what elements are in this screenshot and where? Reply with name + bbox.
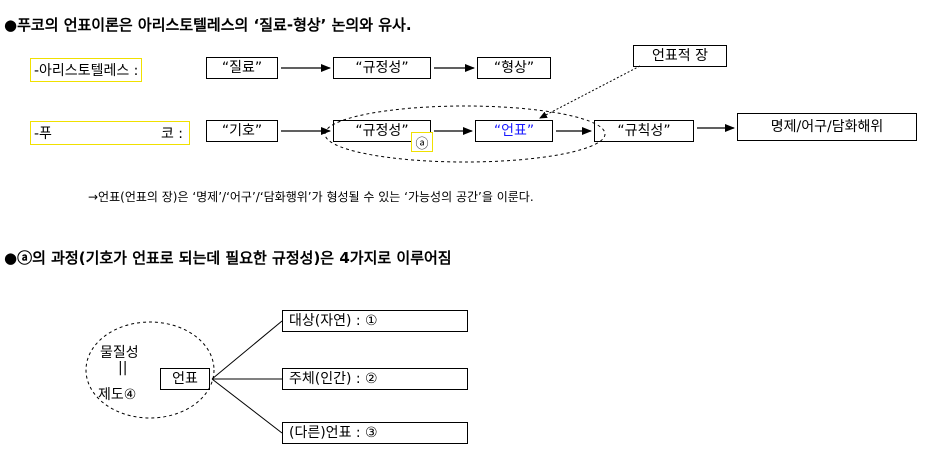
ellipse-line-materiality: 물질성 [100,345,139,361]
branch-object: 대상(자연) : ① [282,310,468,332]
ellipse-line-equals: || [118,360,128,376]
box-statement: “언표” [475,120,553,142]
box-determination-1: “규정성” [333,57,431,79]
heading-analogy: ●푸코의 언표이론은 아리스토텔레스의 ‘질료-형상’ 논의와 유사. [4,16,412,34]
box-matter: “질료” [206,57,278,79]
branch-other-statement: (다른)언표 : ③ [282,422,468,444]
branch-line-object [211,320,283,380]
box-regularity: “규칙성” [594,120,694,142]
box-form: “형상” [477,57,551,79]
box-sign: “기호” [206,120,278,142]
ellipse-materiality [85,321,215,419]
label-foucault-right: 코 : [160,126,183,142]
box-proposition: 명제/어구/담화해위 [737,113,917,141]
label-aristotle: -아리스토텔레스 : [30,58,143,82]
box-statement-field: 언표적 장 [633,45,727,67]
box-tree-root: 언표 [160,368,210,390]
branch-subject: 주체(인간) : ② [282,368,468,390]
label-foucault: -푸 코 : [30,121,190,145]
note-statement-space: →언표(언표의 장)은 ‘명제’/‘어구’/‘담화행위’가 형성될 수 있는 ‘… [88,190,534,204]
label-foucault-left: -푸 [34,126,52,142]
box-determination-2: “규정성” [333,120,431,142]
heading-process: ●ⓐ의 과정(기호가 언표로 되는데 필요한 규정성)은 4가지로 이루어짐 [4,249,452,267]
ellipse-statement-field [324,105,606,163]
branch-line-other [211,378,283,434]
ellipse-line-institution: 제도④ [98,387,137,403]
arrow-field-to-statement [539,65,641,119]
marker-a: ⓐ [411,132,433,152]
